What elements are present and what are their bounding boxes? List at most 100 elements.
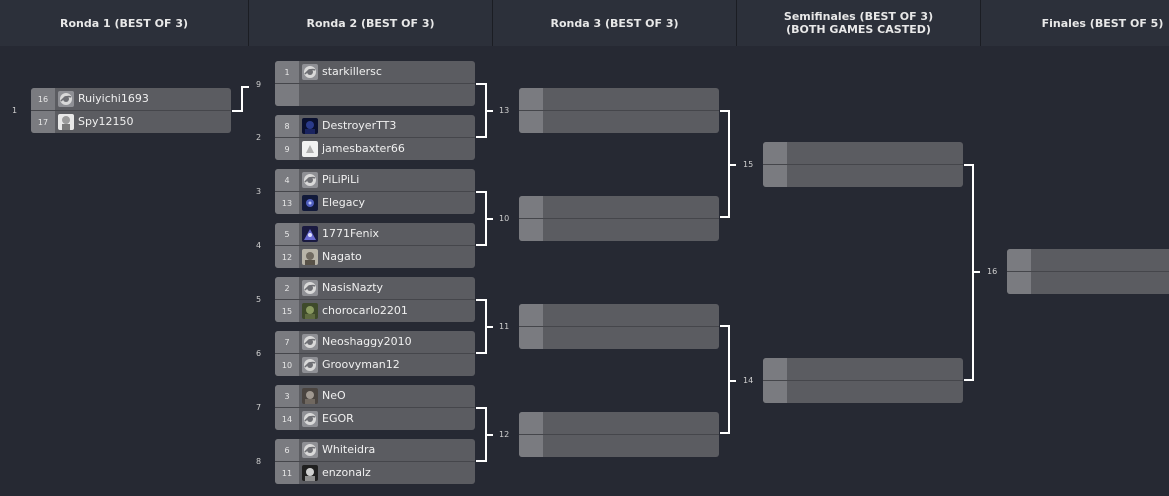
- seed-badge: 10: [275, 354, 299, 376]
- match-slot-bottom[interactable]: 9 jamesbaxter66: [275, 138, 475, 160]
- match-11[interactable]: [519, 304, 719, 349]
- match-slot-bottom[interactable]: [519, 435, 719, 457]
- round-2-title: Ronda 2 (BEST OF 3): [306, 16, 435, 30]
- seed-badge: [519, 196, 543, 218]
- slot-divider: [275, 353, 475, 354]
- slot-divider: [275, 299, 475, 300]
- slot-divider: [519, 326, 719, 327]
- semifinals-header: Semifinales (BEST OF 3) (BOTH GAMES CAST…: [737, 0, 980, 46]
- match-number: 12: [499, 430, 510, 439]
- match-number: 9: [256, 80, 262, 89]
- header-divider: [980, 0, 981, 46]
- bracket-connector: [728, 380, 736, 382]
- seed-badge: 8: [275, 115, 299, 137]
- match-slot-bottom[interactable]: 14 EGOR: [275, 408, 475, 430]
- bracket-connector: [964, 164, 974, 166]
- default-avatar-icon: [58, 91, 74, 107]
- match-slot-bottom[interactable]: 17 Spy12150: [31, 111, 231, 133]
- match-slot-top[interactable]: 7 Neoshaggy2010: [275, 331, 475, 353]
- seed-badge: 3: [275, 385, 299, 407]
- match-slot-bottom[interactable]: [519, 327, 719, 349]
- match-4[interactable]: 5 1771Fenix 12 Nagato: [275, 223, 475, 268]
- match-slot-top[interactable]: 3 NeO: [275, 385, 475, 407]
- match-slot-bottom[interactable]: 13 Elegacy: [275, 192, 475, 214]
- seed-badge: 2: [275, 277, 299, 299]
- finals-title: Finales (BEST OF 5): [1041, 16, 1164, 30]
- match-slot-top[interactable]: [519, 88, 719, 110]
- match-number: 2: [256, 133, 262, 142]
- match-slot-top[interactable]: 1 starkillersc: [275, 61, 475, 83]
- seed-badge: [519, 327, 543, 349]
- seed-badge: [763, 358, 787, 380]
- match-15[interactable]: [763, 142, 963, 187]
- match-slot-top[interactable]: 2 NasisNazty: [275, 277, 475, 299]
- bracket-connector: [720, 325, 730, 327]
- match-9[interactable]: 1 starkillersc: [275, 61, 475, 106]
- seed-badge: [519, 111, 543, 133]
- seed-badge: [1007, 249, 1031, 271]
- seed-badge: 9: [275, 138, 299, 160]
- player-name: PiLiPiLi: [322, 173, 360, 186]
- match-slot-top[interactable]: [519, 412, 719, 434]
- seed-badge: 16: [31, 88, 55, 110]
- seed-badge: 12: [275, 246, 299, 268]
- match-slot-bottom[interactable]: [1007, 272, 1169, 294]
- slot-divider: [519, 110, 719, 111]
- round-1-header: Ronda 1 (BEST OF 3): [0, 0, 248, 46]
- match-slot-top[interactable]: 6 Whiteidra: [275, 439, 475, 461]
- bracket-connector: [476, 299, 487, 301]
- match-slot-bottom[interactable]: 15 chorocarlo2201: [275, 300, 475, 322]
- match-16[interactable]: [1007, 249, 1169, 294]
- slot-divider: [275, 137, 475, 138]
- player-avatar-image: [302, 141, 318, 157]
- match-slot-top[interactable]: [519, 196, 719, 218]
- match-number: 13: [499, 106, 510, 115]
- slot-divider: [763, 380, 963, 381]
- match-slot-bottom[interactable]: 12 Nagato: [275, 246, 475, 268]
- bracket-connector: [485, 434, 493, 436]
- match-13[interactable]: [519, 88, 719, 133]
- slot-divider: [275, 407, 475, 408]
- match-number: 4: [256, 241, 262, 250]
- match-slot-top[interactable]: [519, 304, 719, 326]
- seed-badge: 7: [275, 331, 299, 353]
- match-14[interactable]: [763, 358, 963, 403]
- match-slot-bottom[interactable]: [519, 111, 719, 133]
- match-slot-bottom[interactable]: 10 Groovyman12: [275, 354, 475, 376]
- match-slot-top[interactable]: 16 Ruiyichi1693: [31, 88, 231, 110]
- match-5[interactable]: 2 NasisNazty 15 chorocarlo2201: [275, 277, 475, 322]
- bracket-connector: [476, 460, 487, 462]
- bracket-connector: [485, 110, 493, 112]
- match-number: 11: [499, 322, 510, 331]
- player-name: NasisNazty: [322, 281, 384, 294]
- match-8[interactable]: 6 Whiteidra 11 enzonalz: [275, 439, 475, 484]
- player-avatar-image: [302, 195, 318, 211]
- player-avatar-image: [302, 303, 318, 319]
- match-slot-top[interactable]: 8 DestroyerTT3: [275, 115, 475, 137]
- bracket-connector: [485, 218, 493, 220]
- match-slot-top[interactable]: [763, 358, 963, 380]
- match-slot-bottom[interactable]: [519, 219, 719, 241]
- match-slot-bottom[interactable]: [275, 84, 475, 106]
- match-6[interactable]: 7 Neoshaggy2010 10 Groovyman12: [275, 331, 475, 376]
- bracket-connector: [476, 83, 487, 85]
- header-divider: [736, 0, 737, 46]
- match-slot-bottom[interactable]: 11 enzonalz: [275, 462, 475, 484]
- match-10[interactable]: [519, 196, 719, 241]
- seed-badge: 6: [275, 439, 299, 461]
- match-12[interactable]: [519, 412, 719, 457]
- match-slot-bottom[interactable]: [763, 381, 963, 403]
- match-7[interactable]: 3 NeO 14 EGOR: [275, 385, 475, 430]
- match-slot-bottom[interactable]: [763, 165, 963, 187]
- match-1[interactable]: 16 Ruiyichi1693 17 Spy12150: [31, 88, 231, 133]
- match-slot-top[interactable]: [763, 142, 963, 164]
- match-2[interactable]: 8 DestroyerTT3 9 jamesbaxter66: [275, 115, 475, 160]
- player-avatar-image: [302, 249, 318, 265]
- match-3[interactable]: 4 PiLiPiLi 13 Elegacy: [275, 169, 475, 214]
- match-slot-top[interactable]: 4 PiLiPiLi: [275, 169, 475, 191]
- match-slot-top[interactable]: [1007, 249, 1169, 271]
- bracket-connector: [964, 379, 974, 381]
- match-slot-top[interactable]: 5 1771Fenix: [275, 223, 475, 245]
- player-name: 1771Fenix: [322, 227, 380, 240]
- default-avatar-icon: [302, 334, 318, 350]
